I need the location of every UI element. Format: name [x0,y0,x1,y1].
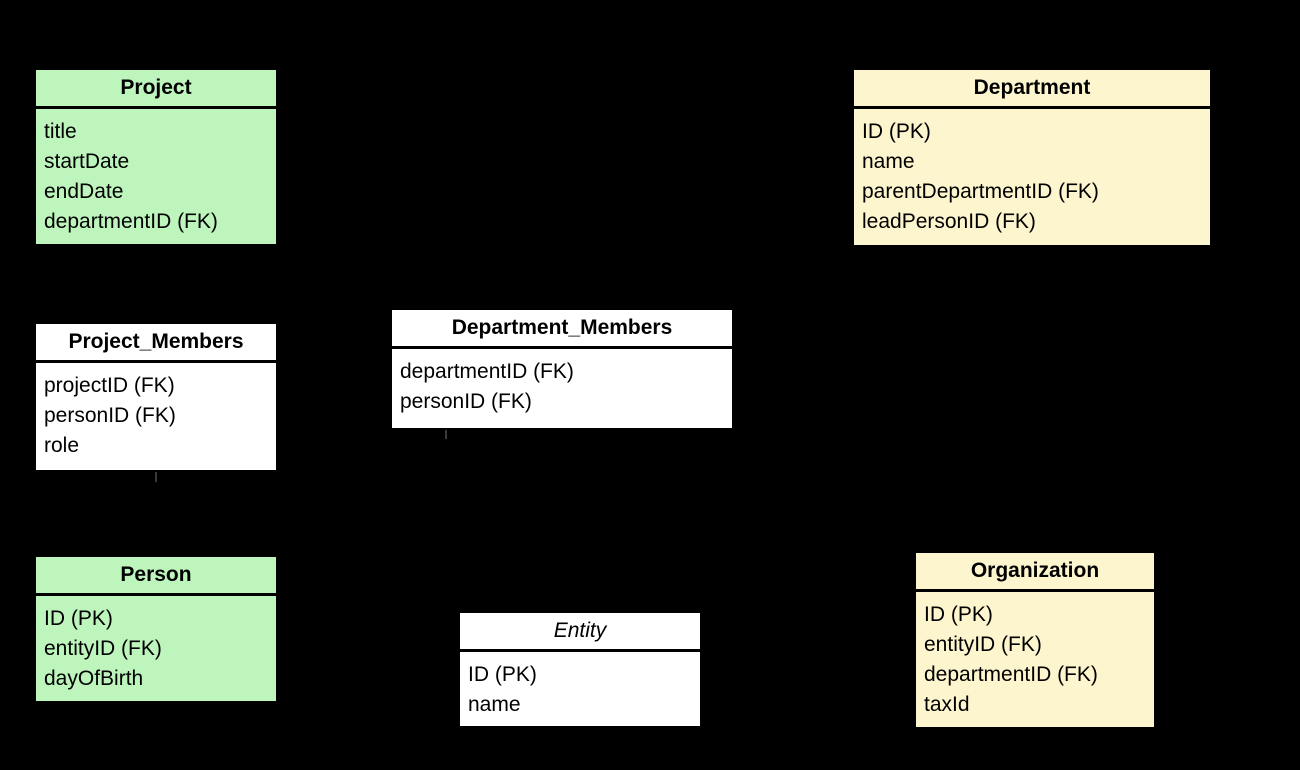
entity-attributes-project: title startDate endDate departmentID (FK… [36,109,276,243]
entity-box-project-members[interactable]: Project_Members projectID (FK) personID … [34,322,278,472]
attribute-row: personID (FK) [44,404,176,427]
attribute-row: projectID (FK) [44,374,175,397]
attribute-row: ID (PK) [862,120,931,143]
entity-attributes-department: ID (PK) name parentDepartmentID (FK) lea… [854,109,1210,243]
connector-stub-department-members [445,430,447,439]
entity-box-department-members[interactable]: Department_Members departmentID (FK) per… [390,308,734,430]
entity-attributes-project-members: projectID (FK) personID (FK) role [36,363,276,467]
entity-box-department[interactable]: Department ID (PK) name parentDepartment… [852,68,1212,247]
entity-attributes-person: ID (PK) entityID (FK) dayOfBirth [36,596,276,700]
entity-box-entity[interactable]: Entity ID (PK) name [458,611,702,728]
attribute-row: taxId [924,693,970,716]
attribute-row: departmentID (FK) [44,210,218,233]
attribute-row: title [44,120,77,143]
entity-title-department-members: Department_Members [392,310,732,349]
attribute-row: departmentID (FK) [400,360,574,383]
attribute-row: dayOfBirth [44,667,144,690]
entity-box-person[interactable]: Person ID (PK) entityID (FK) dayOfBirth [34,555,278,703]
entity-title-project-members: Project_Members [36,324,276,363]
attribute-row: role [44,434,80,457]
entity-title-entity: Entity [460,613,700,652]
connector-stub-project-members [155,472,157,482]
attribute-row: name [862,150,915,173]
entity-title-organization: Organization [916,553,1154,592]
entity-box-project[interactable]: Project title startDate endDate departme… [34,68,278,246]
entity-box-organization[interactable]: Organization ID (PK) entityID (FK) depar… [914,551,1156,729]
entity-title-person: Person [36,557,276,596]
attribute-row: entityID (FK) [924,633,1042,656]
attribute-row: entityID (FK) [44,637,162,660]
attribute-row: startDate [44,150,130,173]
attribute-row: parentDepartmentID (FK) [862,180,1099,203]
attribute-row: ID (PK) [468,663,537,686]
entity-attributes-department-members: departmentID (FK) personID (FK) [392,349,732,423]
attribute-row: name [468,693,521,716]
attribute-row: leadPersonID (FK) [862,210,1036,233]
entity-title-department: Department [854,70,1210,109]
entity-attributes-organization: ID (PK) entityID (FK) departmentID (FK) … [916,592,1154,726]
attribute-row: ID (PK) [924,603,993,626]
attribute-row: ID (PK) [44,607,113,630]
attribute-row: personID (FK) [400,390,532,413]
entity-title-project: Project [36,70,276,109]
entity-attributes-entity: ID (PK) name [460,652,700,726]
attribute-row: departmentID (FK) [924,663,1098,686]
attribute-row: endDate [44,180,124,203]
